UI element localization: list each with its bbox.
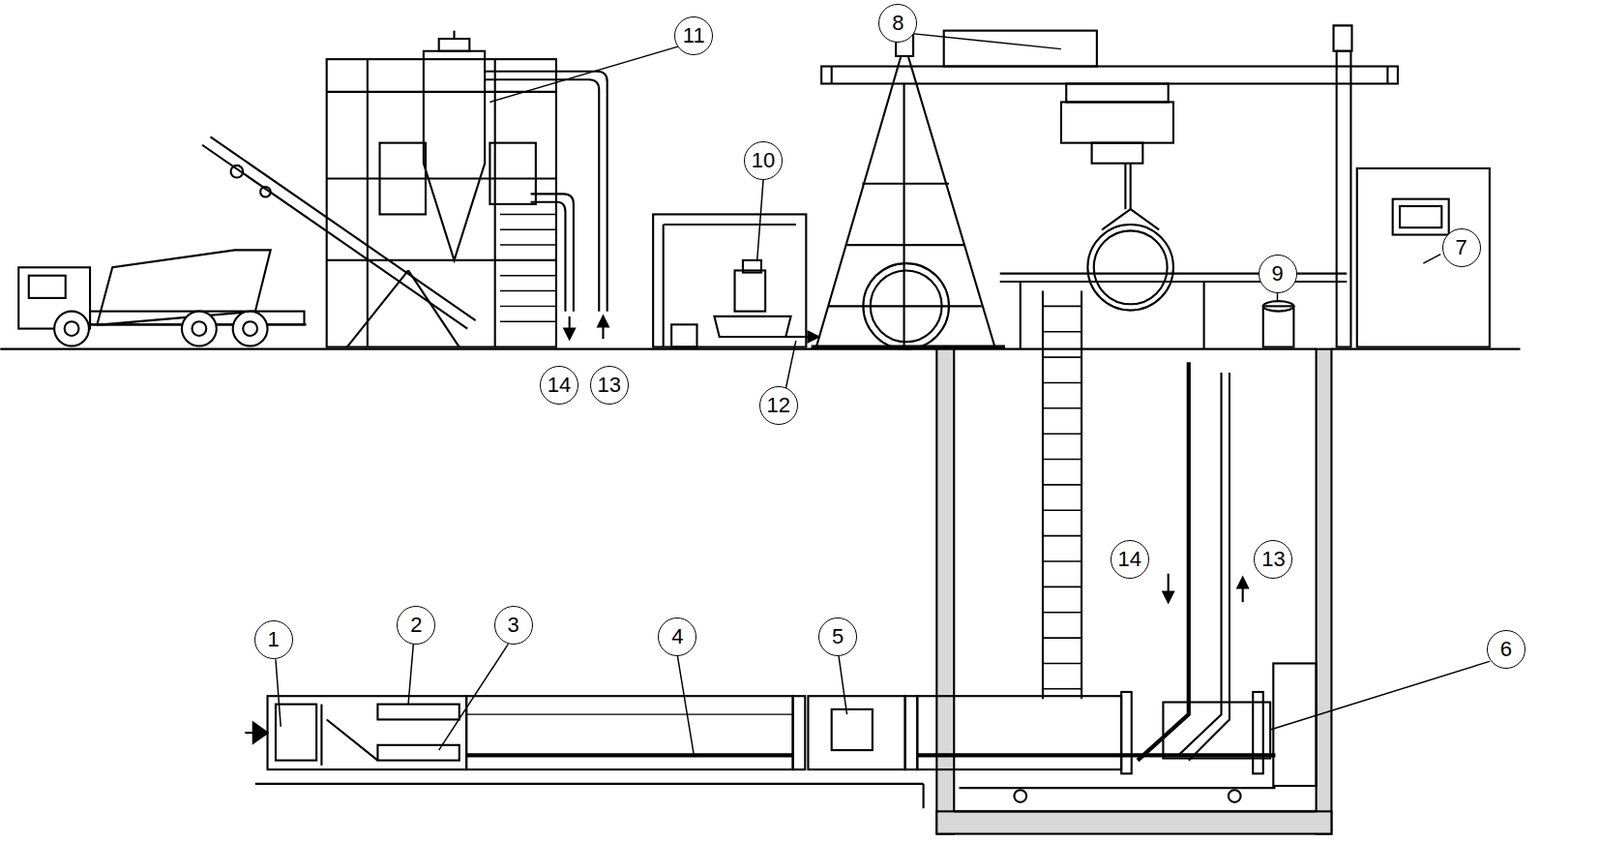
callout-number: 10 [743,141,783,180]
callout-text: 1 [267,628,280,651]
callout-text: 4 [671,625,683,648]
callout-text: 12 [767,394,791,416]
callout-number: 14 [1110,539,1150,579]
callout-text: 14 [1117,548,1141,570]
callout-number: 5 [818,617,858,656]
callout-number: 11 [674,16,713,56]
callout-text: 7 [1454,237,1467,259]
callout-text: 10 [751,149,775,172]
callout-number: 4 [657,617,697,656]
callout-number: 1 [254,620,294,659]
callout-text: 8 [891,12,904,34]
callout-text: 9 [1272,263,1284,285]
callout-text: 11 [682,25,706,47]
callout-number: 3 [494,605,534,645]
callout-text: 2 [410,614,422,636]
callout-text: 5 [831,625,844,648]
callout-number: 9 [1258,254,1298,294]
callout-text: 13 [1261,548,1285,570]
callout-number: 8 [878,3,918,43]
callout-number: 6 [1486,629,1526,669]
callout-number: 13 [1253,539,1293,579]
callout-number: 2 [396,605,436,645]
callout-number: 14 [539,365,579,405]
callout-text: 3 [506,614,519,636]
callout-text: 14 [547,374,571,396]
callout-text: 13 [596,374,621,396]
callout-number: 13 [590,365,629,405]
callout-number: 7 [1442,228,1482,267]
callout-number: 12 [759,385,799,425]
callout-text: 6 [1500,638,1512,660]
